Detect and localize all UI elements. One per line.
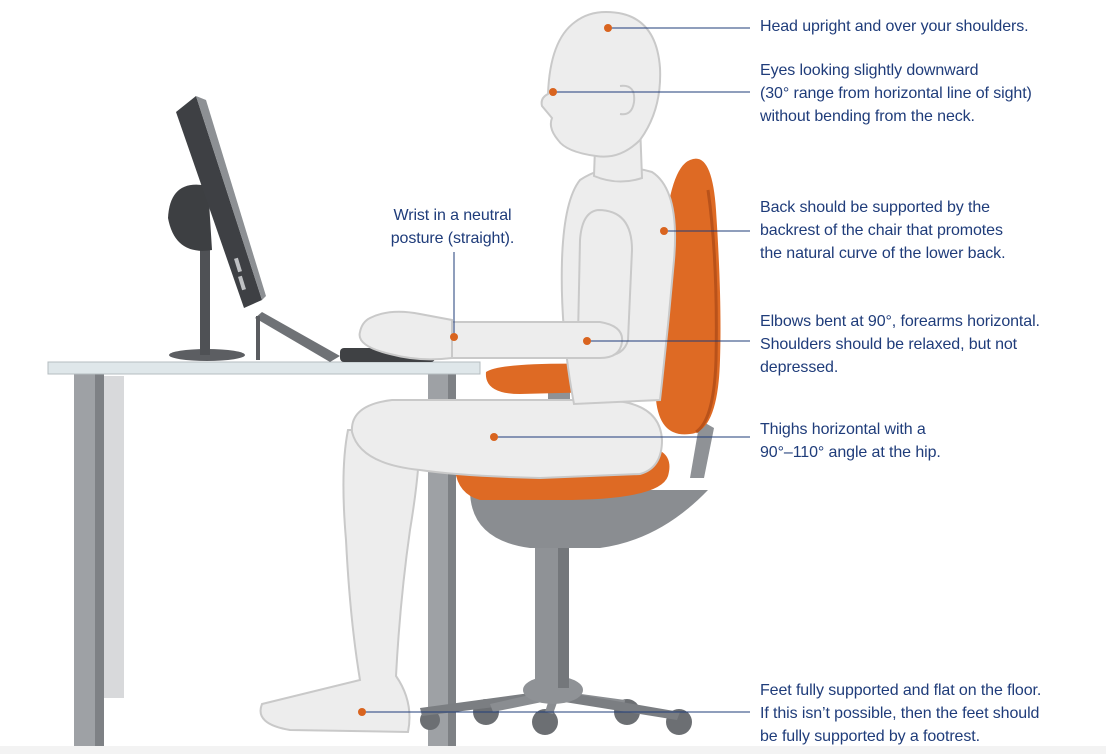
person-forearm (439, 321, 624, 359)
annotation-line: (30° range from horizontal line of sight… (760, 85, 1032, 102)
annotation-line: without bending from the neck. (760, 108, 975, 125)
desk-back-leg (104, 376, 124, 698)
annotation-line: Eyes looking slightly downward (760, 62, 979, 79)
dot-feet (358, 708, 366, 716)
dot-back (660, 227, 668, 235)
annotation-line: Thighs horizontal with a (760, 421, 926, 438)
annotation-line: the natural curve of the lower back. (760, 245, 1006, 262)
person-head (540, 10, 662, 158)
annotation-thighs: Thighs horizontal with a 90°–110° angle … (760, 418, 941, 464)
person-hand (358, 310, 453, 361)
annotation-line: Elbows bent at 90°, forearms horizontal. (760, 313, 1040, 330)
desk-top (47, 361, 481, 375)
person-figure (259, 10, 677, 734)
floor-line (0, 746, 1106, 754)
annotation-line: Shoulders should be relaxed, but not (760, 336, 1018, 353)
annotation-head: Head upright and over your shoulders. (760, 15, 1029, 38)
annotation-feet: Feet fully supported and flat on the flo… (760, 679, 1041, 748)
annotation-elbows: Elbows bent at 90°, forearms horizontal.… (760, 310, 1040, 379)
dot-eyes (549, 88, 557, 96)
annotation-line: Back should be supported by the (760, 199, 990, 216)
dot-head (604, 24, 612, 32)
monitor-screen (176, 96, 262, 308)
dot-elbows (583, 337, 591, 345)
person-lower-leg (259, 429, 422, 734)
monitor-icon (168, 96, 266, 361)
annotation-line: If this isn’t possible, then the feet sh… (760, 705, 1040, 722)
annotation-line: posture (straight). (390, 230, 515, 247)
annotation-line: Wrist in a neutral (393, 207, 512, 224)
annotation-wrist: Wrist in a neutral posture (straight). (340, 204, 565, 250)
annotation-line: Head upright and over your shoulders. (760, 18, 1029, 35)
person-thigh (350, 399, 664, 480)
annotation-line: Feet fully supported and flat on the flo… (760, 682, 1042, 699)
annotation-line: be fully supported by a footrest. (760, 728, 980, 745)
annotation-line: depressed. (760, 359, 839, 376)
annotation-eyes: Eyes looking slightly downward (30° rang… (760, 59, 1032, 128)
callout-dots (358, 24, 668, 716)
annotation-line: 90°–110° angle at the hip. (760, 444, 941, 461)
dot-thighs (490, 433, 498, 441)
annotation-back: Back should be supported by the backrest… (760, 196, 1006, 265)
annotation-line: backrest of the chair that promotes (760, 222, 1003, 239)
callout-lines (360, 27, 750, 713)
dot-wrist (450, 333, 458, 341)
